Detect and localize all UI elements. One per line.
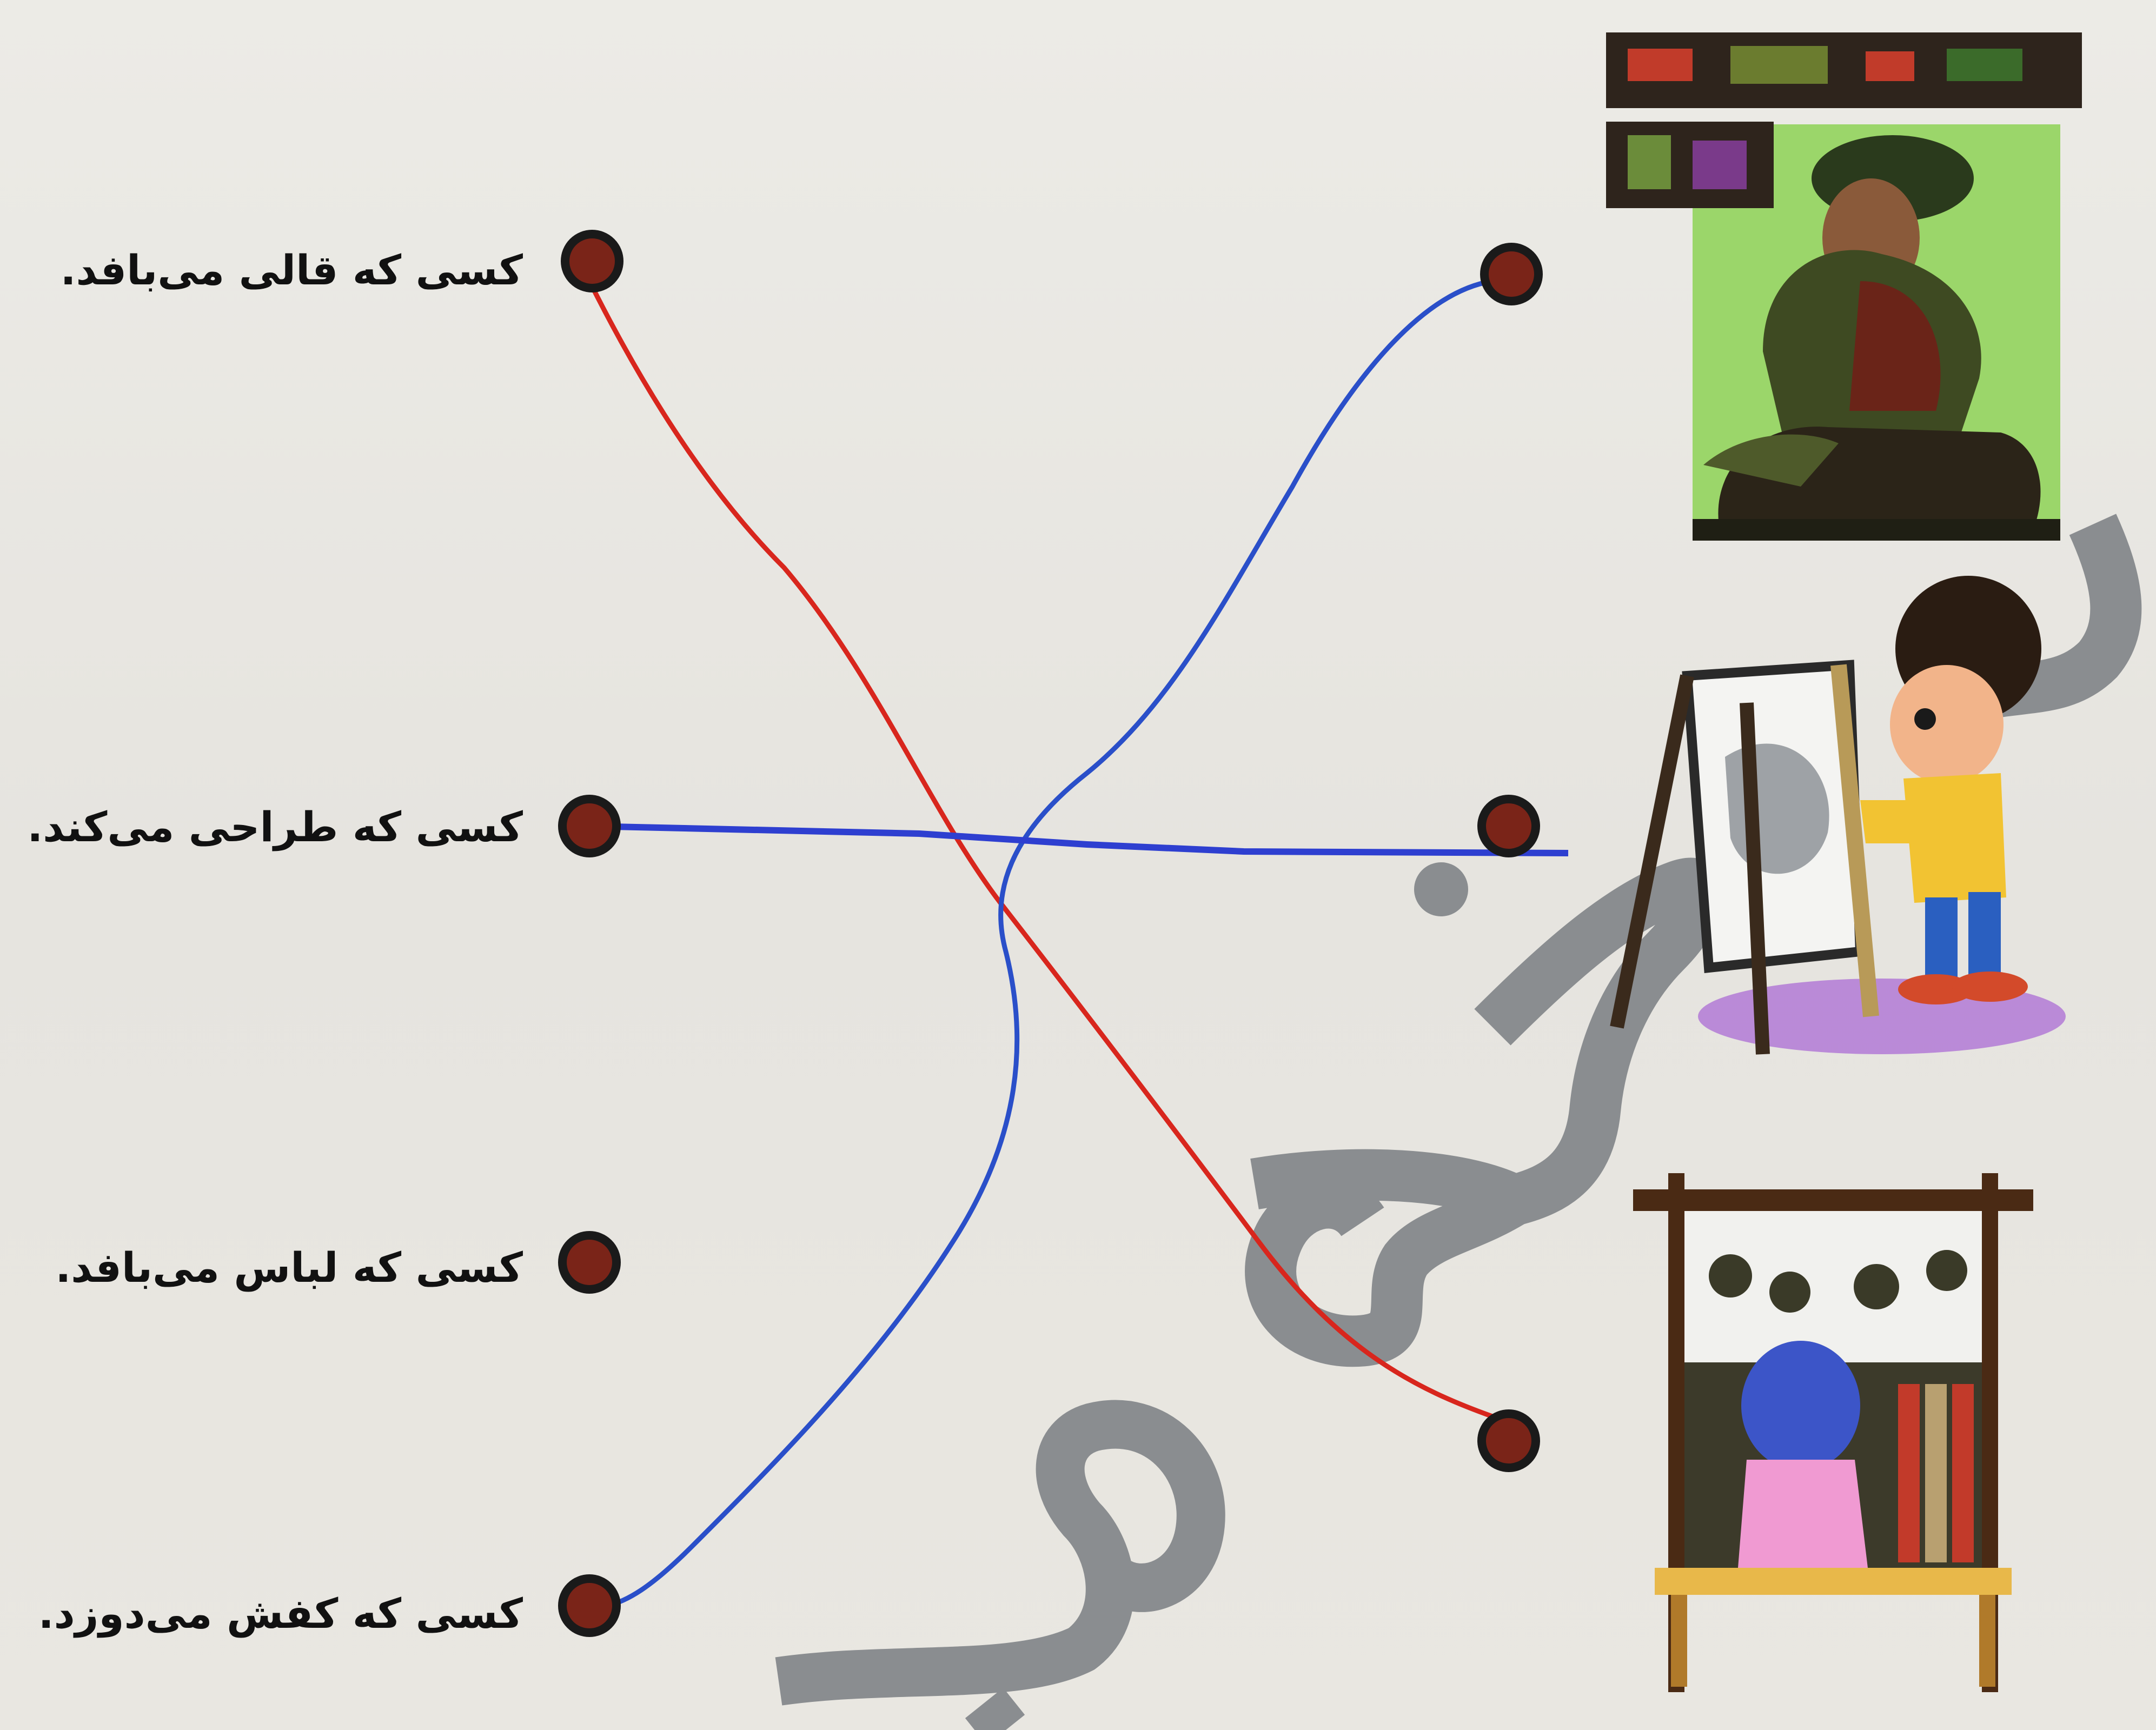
match-line-blue-top bbox=[607, 278, 1493, 1608]
phrase-carpet-weaver: کسی که قالی می‌بافد. bbox=[60, 246, 523, 294]
dot-cloth-weaver[interactable] bbox=[558, 1231, 621, 1294]
loom-weaver-picture bbox=[1633, 1173, 2033, 1692]
dot-shoemaker[interactable] bbox=[558, 1574, 621, 1637]
match-line-red bbox=[587, 280, 1494, 1419]
painter-picture bbox=[1610, 576, 2066, 1055]
dot-loom-weaver-picture[interactable] bbox=[1477, 1409, 1540, 1472]
dot-shoemaker-picture[interactable] bbox=[1480, 243, 1543, 305]
match-line-blue-middle bbox=[589, 823, 1569, 856]
shoemaker-picture bbox=[1606, 32, 2082, 541]
right-dots bbox=[1477, 243, 1543, 1472]
left-dots bbox=[558, 230, 623, 1637]
dot-designer[interactable] bbox=[558, 795, 621, 857]
dot-carpet-weaver[interactable] bbox=[561, 230, 623, 292]
phrase-designer: کسی که طراحی می‌کند. bbox=[27, 803, 523, 851]
phrase-shoemaker: کسی که کفش می‌دوزد. bbox=[38, 1589, 523, 1638]
dot-painter-picture[interactable] bbox=[1477, 795, 1540, 857]
phrase-cloth-weaver: کسی که لباس می‌بافد. bbox=[55, 1243, 523, 1292]
